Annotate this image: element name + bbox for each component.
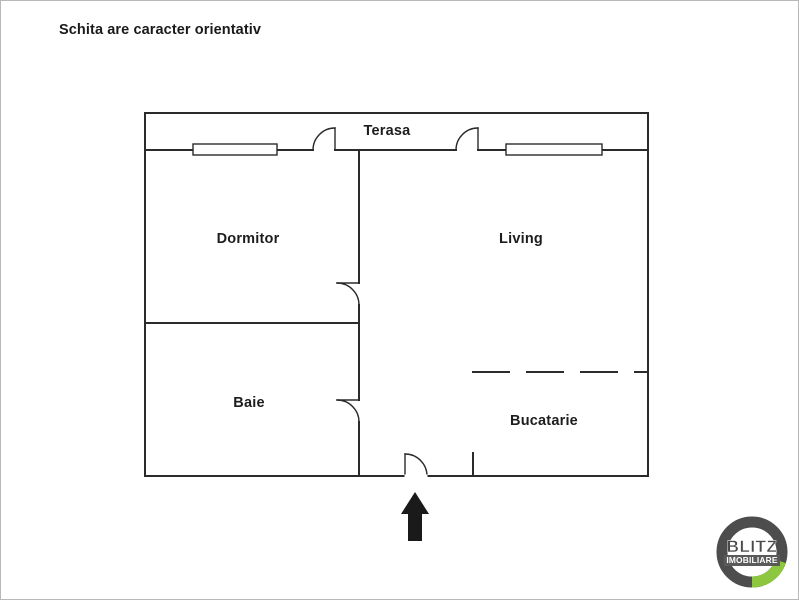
outer-walls: [144, 112, 649, 477]
entrance-arrow-icon: [401, 492, 429, 541]
logo-ring-icon: [716, 516, 788, 588]
terasa-door-right-icon: [455, 127, 479, 151]
room-label-baie: Baie: [233, 395, 265, 411]
living-window-icon: [505, 143, 603, 156]
blitz-imobiliare-logo: BLITZ IMOBILIARE: [713, 513, 791, 591]
dormitor-window-icon: [192, 143, 278, 156]
room-label-dormitor: Dormitor: [216, 231, 280, 247]
room-label-living: Living: [499, 231, 543, 247]
terasa-door-left-icon: [312, 127, 336, 151]
entrance-door-icon: [404, 453, 428, 477]
baie-door-icon: [336, 399, 360, 423]
room-label-bucatarie: Bucatarie: [510, 413, 578, 429]
page-title: Schita are caracter orientativ: [59, 22, 262, 38]
room-label-terasa: Terasa: [363, 123, 411, 139]
dormitor-door-icon: [336, 282, 360, 306]
